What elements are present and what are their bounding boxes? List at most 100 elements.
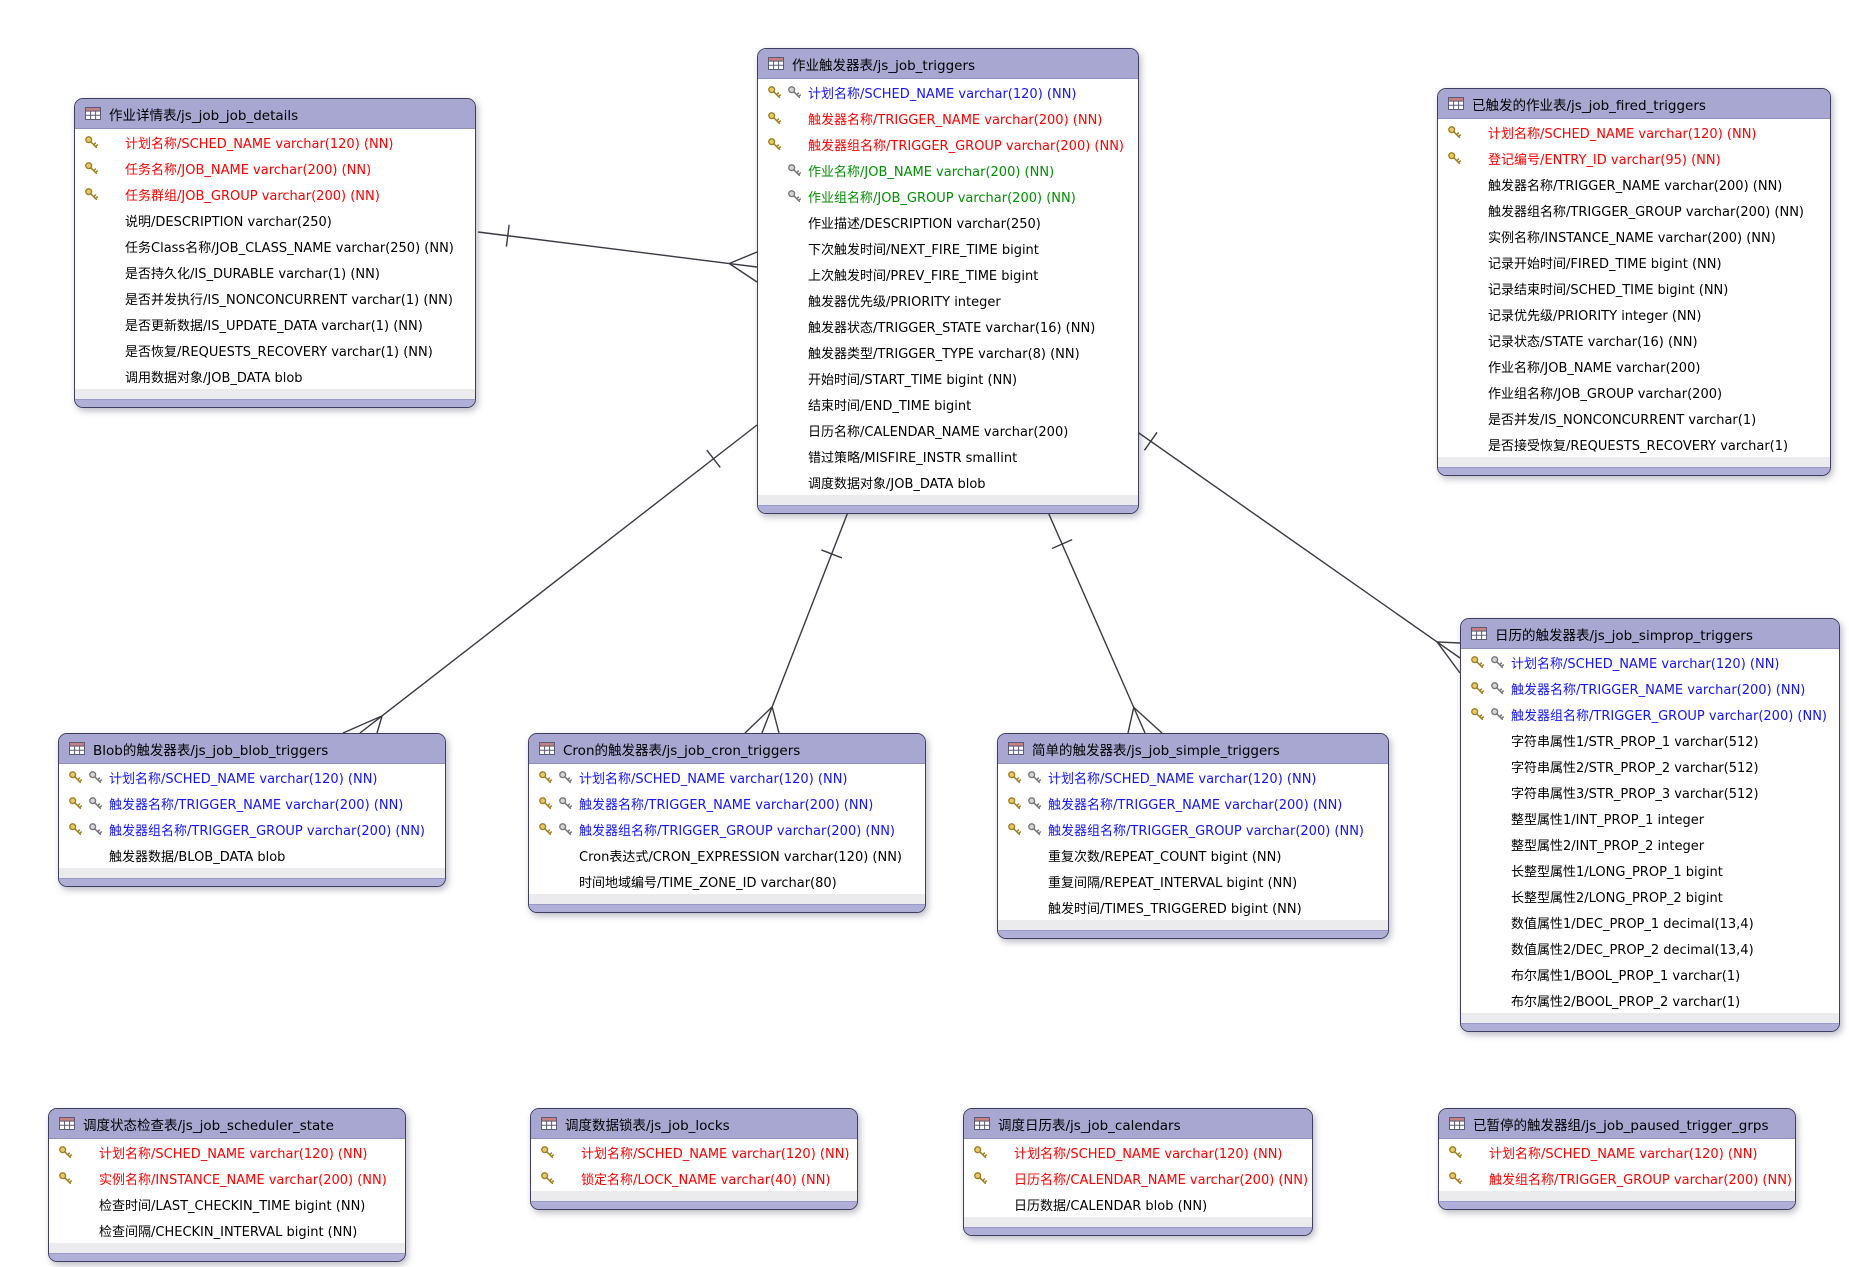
table-fired_triggers[interactable]: 已触发的作业表/js_job_fired_triggers 计划名称/SCHED… — [1437, 88, 1831, 476]
column-row[interactable]: 检查时间/LAST_CHECKIN_TIME bigint (NN) — [49, 1191, 405, 1217]
table-header-calendars[interactable]: 调度日历表/js_job_calendars — [964, 1109, 1312, 1139]
column-row[interactable]: 计划名称/SCHED_NAME varchar(120) (NN) — [998, 764, 1388, 790]
column-row[interactable]: 计划名称/SCHED_NAME varchar(120) (NN) — [529, 764, 925, 790]
table-header-fired_triggers[interactable]: 已触发的作业表/js_job_fired_triggers — [1438, 89, 1830, 119]
table-blob_triggers[interactable]: Blob的触发器表/js_job_blob_triggers 计划名称/SCHE… — [58, 733, 446, 887]
column-row[interactable]: 记录优先级/PRIORITY integer (NN) — [1438, 301, 1830, 327]
column-row[interactable]: 触发器数据/BLOB_DATA blob — [59, 842, 445, 868]
column-row[interactable]: 结束时间/END_TIME bigint — [758, 391, 1138, 417]
table-job_details[interactable]: 作业详情表/js_job_job_details 计划名称/SCHED_NAME… — [74, 98, 476, 408]
table-header-job_details[interactable]: 作业详情表/js_job_job_details — [75, 99, 475, 129]
column-row[interactable]: 触发器组名称/TRIGGER_GROUP varchar(200) (NN) — [1438, 197, 1830, 223]
column-row[interactable]: 错过策略/MISFIRE_INSTR smallint — [758, 443, 1138, 469]
column-row[interactable]: 布尔属性1/BOOL_PROP_1 varchar(1) — [1461, 961, 1839, 987]
column-row[interactable]: 调用数据对象/JOB_DATA blob — [75, 363, 475, 389]
column-row[interactable]: 触发器名称/TRIGGER_NAME varchar(200) (NN) — [1438, 171, 1830, 197]
relationship-line-triggers-cron_triggers[interactable] — [744, 511, 849, 734]
column-row[interactable]: 计划名称/SCHED_NAME varchar(120) (NN) — [1461, 649, 1839, 675]
column-row[interactable]: 是否并发执行/IS_NONCONCURRENT varchar(1) (NN) — [75, 285, 475, 311]
column-row[interactable]: 记录状态/STATE varchar(16) (NN) — [1438, 327, 1830, 353]
column-row[interactable]: 整型属性2/INT_PROP_2 integer — [1461, 831, 1839, 857]
relationship-line-job_details-triggers[interactable] — [477, 224, 758, 283]
column-row[interactable]: 数值属性1/DEC_PROP_1 decimal(13,4) — [1461, 909, 1839, 935]
column-row[interactable]: 是否更新数据/IS_UPDATE_DATA varchar(1) (NN) — [75, 311, 475, 337]
column-row[interactable]: 触发器状态/TRIGGER_STATE varchar(16) (NN) — [758, 313, 1138, 339]
column-row[interactable]: 实例名称/INSTANCE_NAME varchar(200) (NN) — [1438, 223, 1830, 249]
column-row[interactable]: 触发器名称/TRIGGER_NAME varchar(200) (NN) — [1461, 675, 1839, 701]
column-row[interactable]: 任务名称/JOB_NAME varchar(200) (NN) — [75, 155, 475, 181]
column-row[interactable]: 计划名称/SCHED_NAME varchar(120) (NN) — [1439, 1139, 1795, 1165]
column-row[interactable]: 记录开始时间/FIRED_TIME bigint (NN) — [1438, 249, 1830, 275]
column-row[interactable]: 记录结束时间/SCHED_TIME bigint (NN) — [1438, 275, 1830, 301]
column-row[interactable]: 日历名称/CALENDAR_NAME varchar(200) (NN) — [964, 1165, 1312, 1191]
column-row[interactable]: 触发器组名称/TRIGGER_GROUP varchar(200) (NN) — [998, 816, 1388, 842]
table-header-paused_trigger_grps[interactable]: 已暂停的触发器组/js_job_paused_trigger_grps — [1439, 1109, 1795, 1139]
column-row[interactable]: 长整型属性2/LONG_PROP_2 bigint — [1461, 883, 1839, 909]
column-row[interactable]: 触发器组名称/TRIGGER_GROUP varchar(200) (NN) — [59, 816, 445, 842]
column-row[interactable]: Cron表达式/CRON_EXPRESSION varchar(120) (NN… — [529, 842, 925, 868]
column-row[interactable]: 计划名称/SCHED_NAME varchar(120) (NN) — [59, 764, 445, 790]
column-row[interactable]: 作业描述/DESCRIPTION varchar(250) — [758, 209, 1138, 235]
column-row[interactable]: 重复间隔/REPEAT_INTERVAL bigint (NN) — [998, 868, 1388, 894]
column-row[interactable]: 触发器组名称/TRIGGER_GROUP varchar(200) (NN) — [1461, 701, 1839, 727]
table-simprop_triggers[interactable]: 日历的触发器表/js_job_simprop_triggers 计划名称/SCH… — [1460, 618, 1840, 1032]
column-row[interactable]: 整型属性1/INT_PROP_1 integer — [1461, 805, 1839, 831]
column-row[interactable]: 字符串属性1/STR_PROP_1 varchar(512) — [1461, 727, 1839, 753]
table-calendars[interactable]: 调度日历表/js_job_calendars 计划名称/SCHED_NAME v… — [963, 1108, 1313, 1236]
relationship-line-triggers-simple_triggers[interactable] — [1047, 511, 1163, 734]
table-header-simple_triggers[interactable]: 简单的触发器表/js_job_simple_triggers — [998, 734, 1388, 764]
column-row[interactable]: 布尔属性2/BOOL_PROP_2 varchar(1) — [1461, 987, 1839, 1013]
column-row[interactable]: 触发器组名称/TRIGGER_GROUP varchar(200) (NN) — [758, 131, 1138, 157]
column-row[interactable]: 是否接受恢复/REQUESTS_RECOVERY varchar(1) — [1438, 431, 1830, 457]
column-row[interactable]: 触发器名称/TRIGGER_NAME varchar(200) (NN) — [59, 790, 445, 816]
column-row[interactable]: 任务群组/JOB_GROUP varchar(200) (NN) — [75, 181, 475, 207]
column-row[interactable]: 重复次数/REPEAT_COUNT bigint (NN) — [998, 842, 1388, 868]
column-row[interactable]: 计划名称/SCHED_NAME varchar(120) (NN) — [49, 1139, 405, 1165]
column-row[interactable]: 是否并发/IS_NONCONCURRENT varchar(1) — [1438, 405, 1830, 431]
column-row[interactable]: 触发器名称/TRIGGER_NAME varchar(200) (NN) — [529, 790, 925, 816]
column-row[interactable]: 计划名称/SCHED_NAME varchar(120) (NN) — [1438, 119, 1830, 145]
table-header-scheduler_state[interactable]: 调度状态检查表/js_job_scheduler_state — [49, 1109, 405, 1139]
column-row[interactable]: 实例名称/INSTANCE_NAME varchar(200) (NN) — [49, 1165, 405, 1191]
column-row[interactable]: 说明/DESCRIPTION varchar(250) — [75, 207, 475, 233]
column-row[interactable]: 任务Class名称/JOB_CLASS_NAME varchar(250) (N… — [75, 233, 475, 259]
column-row[interactable]: 触发器名称/TRIGGER_NAME varchar(200) (NN) — [998, 790, 1388, 816]
relationship-line-triggers-blob_triggers[interactable] — [342, 424, 758, 734]
column-row[interactable]: 是否持久化/IS_DURABLE varchar(1) (NN) — [75, 259, 475, 285]
column-row[interactable]: 上次触发时间/PREV_FIRE_TIME bigint — [758, 261, 1138, 287]
table-header-blob_triggers[interactable]: Blob的触发器表/js_job_blob_triggers — [59, 734, 445, 764]
table-header-simprop_triggers[interactable]: 日历的触发器表/js_job_simprop_triggers — [1461, 619, 1839, 649]
column-row[interactable]: 触发器类型/TRIGGER_TYPE varchar(8) (NN) — [758, 339, 1138, 365]
column-row[interactable]: 调度数据对象/JOB_DATA blob — [758, 469, 1138, 495]
column-row[interactable]: 作业组名称/JOB_GROUP varchar(200) — [1438, 379, 1830, 405]
column-row[interactable]: 触发器优先级/PRIORITY integer — [758, 287, 1138, 313]
table-header-triggers[interactable]: 作业触发器表/js_job_triggers — [758, 49, 1138, 79]
column-row[interactable]: 日历名称/CALENDAR_NAME varchar(200) — [758, 417, 1138, 443]
column-row[interactable]: 锁定名称/LOCK_NAME varchar(40) (NN) — [531, 1165, 857, 1191]
column-row[interactable]: 字符串属性3/STR_PROP_3 varchar(512) — [1461, 779, 1839, 805]
column-row[interactable]: 检查间隔/CHECKIN_INTERVAL bigint (NN) — [49, 1217, 405, 1243]
column-row[interactable]: 长整型属性1/LONG_PROP_1 bigint — [1461, 857, 1839, 883]
table-cron_triggers[interactable]: Cron的触发器表/js_job_cron_triggers 计划名称/SCHE… — [528, 733, 926, 913]
column-row[interactable]: 登记编号/ENTRY_ID varchar(95) (NN) — [1438, 145, 1830, 171]
table-paused_trigger_grps[interactable]: 已暂停的触发器组/js_job_paused_trigger_grps 计划名称… — [1438, 1108, 1796, 1210]
column-row[interactable]: 时间地域编号/TIME_ZONE_ID varchar(80) — [529, 868, 925, 894]
table-scheduler_state[interactable]: 调度状态检查表/js_job_scheduler_state 计划名称/SCHE… — [48, 1108, 406, 1262]
column-row[interactable]: 是否恢复/REQUESTS_RECOVERY varchar(1) (NN) — [75, 337, 475, 363]
column-row[interactable]: 触发时间/TIMES_TRIGGERED bigint (NN) — [998, 894, 1388, 920]
column-row[interactable]: 开始时间/START_TIME bigint (NN) — [758, 365, 1138, 391]
column-row[interactable]: 计划名称/SCHED_NAME varchar(120) (NN) — [758, 79, 1138, 105]
column-row[interactable]: 计划名称/SCHED_NAME varchar(120) (NN) — [531, 1139, 857, 1165]
table-header-cron_triggers[interactable]: Cron的触发器表/js_job_cron_triggers — [529, 734, 925, 764]
column-row[interactable]: 下次触发时间/NEXT_FIRE_TIME bigint — [758, 235, 1138, 261]
table-header-locks[interactable]: 调度数据锁表/js_job_locks — [531, 1109, 857, 1139]
column-row[interactable]: 计划名称/SCHED_NAME varchar(120) (NN) — [964, 1139, 1312, 1165]
column-row[interactable]: 日历数据/CALENDAR blob (NN) — [964, 1191, 1312, 1217]
table-triggers[interactable]: 作业触发器表/js_job_triggers 计划名称/SCHED_NAME v… — [757, 48, 1139, 514]
column-row[interactable]: 触发组名称/TRIGGER_GROUP varchar(200) (NN) — [1439, 1165, 1795, 1191]
column-row[interactable]: 计划名称/SCHED_NAME varchar(120) (NN) — [75, 129, 475, 155]
column-row[interactable]: 作业名称/JOB_NAME varchar(200) — [1438, 353, 1830, 379]
column-row[interactable]: 触发器组名称/TRIGGER_GROUP varchar(200) (NN) — [529, 816, 925, 842]
column-row[interactable]: 作业组名称/JOB_GROUP varchar(200) (NN) — [758, 183, 1138, 209]
column-row[interactable]: 字符串属性2/STR_PROP_2 varchar(512) — [1461, 753, 1839, 779]
